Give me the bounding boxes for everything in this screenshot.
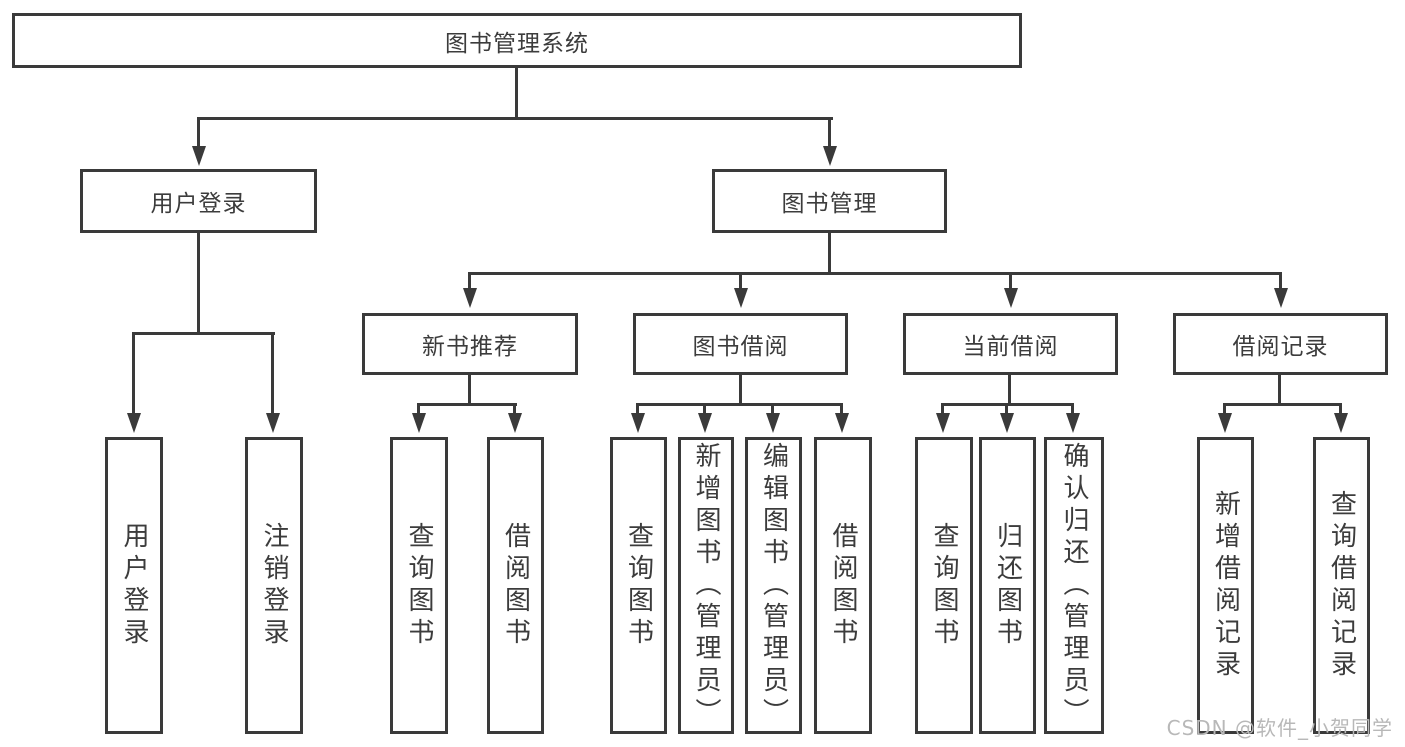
node-current-borrow: 当前借阅 <box>903 313 1118 375</box>
connector-root-stem-right <box>828 117 831 148</box>
connector-userlogin-hline <box>132 332 275 335</box>
connector-bookmgmt-vline <box>828 233 831 275</box>
connector-userlogin-stem-2 <box>271 332 274 414</box>
arrowhead-borrow-add <box>698 413 712 433</box>
leaf-borrow-add-books-admin: 新增图书（管理员） <box>678 437 734 734</box>
leaf-current-query-books: 查询图书 <box>915 437 973 734</box>
arrowhead-borrow-edit <box>766 413 780 433</box>
connector-root-vline <box>515 68 518 120</box>
arrowhead-records-query <box>1334 413 1348 433</box>
leaf-recommend-borrow-books: 借阅图书 <box>487 437 544 734</box>
leaf-user-login: 用户登录 <box>105 437 163 734</box>
connector-borrow-stem-1 <box>636 403 639 415</box>
arrowhead-book-borrow <box>734 288 748 308</box>
node-library-management-system: 图书管理系统 <box>12 13 1022 68</box>
connector-borrow-hline <box>636 403 843 406</box>
connector-current-vline <box>1008 375 1011 406</box>
connector-bookmgmt-stem-3 <box>1009 272 1012 290</box>
connector-root-stem-left <box>197 117 200 148</box>
arrowhead-recommend-borrow <box>508 413 522 433</box>
leaf-current-return-books: 归还图书 <box>979 437 1036 734</box>
node-borrow-records: 借阅记录 <box>1173 313 1388 375</box>
connector-borrow-vline <box>739 375 742 406</box>
arrowhead-new-book-recommend <box>463 288 477 308</box>
connector-records-vline <box>1278 375 1281 406</box>
arrowhead-leaf-user-login <box>127 413 141 433</box>
arrowhead-borrow-query <box>631 413 645 433</box>
node-user-login-branch: 用户登录 <box>80 169 317 233</box>
leaf-current-confirm-return-admin: 确认归还（管理员） <box>1044 437 1104 734</box>
arrowhead-borrow-records <box>1274 288 1288 308</box>
connector-recommend-hline <box>417 403 517 406</box>
connector-records-stem-2 <box>1339 403 1342 415</box>
leaf-borrow-borrow-books: 借阅图书 <box>814 437 872 734</box>
arrowhead-user-login <box>192 146 206 166</box>
arrowhead-leaf-logout <box>266 413 280 433</box>
arrowhead-book-management <box>823 146 837 166</box>
connector-borrow-stem-4 <box>840 403 843 415</box>
leaf-borrow-edit-books-admin: 编辑图书（管理员） <box>745 437 802 734</box>
arrowhead-records-add <box>1218 413 1232 433</box>
arrowhead-current-query <box>936 413 950 433</box>
connector-current-stem-1 <box>941 403 944 415</box>
connector-bookmgmt-stem-1 <box>468 272 471 290</box>
connector-records-stem-1 <box>1223 403 1226 415</box>
leaf-borrow-query-books: 查询图书 <box>610 437 667 734</box>
leaf-records-query-record: 查询借阅记录 <box>1313 437 1370 734</box>
arrowhead-borrow-borrow <box>835 413 849 433</box>
leaf-recommend-query-books: 查询图书 <box>390 437 448 734</box>
connector-bookmgmt-stem-2 <box>739 272 742 290</box>
connector-borrow-stem-3 <box>771 403 774 415</box>
connector-current-stem-3 <box>1071 403 1074 415</box>
arrowhead-current-confirm <box>1066 413 1080 433</box>
connector-bookmgmt-hline <box>468 272 1282 275</box>
connector-bookmgmt-stem-4 <box>1279 272 1282 290</box>
connector-recommend-stem-1 <box>417 403 420 415</box>
connector-records-hline <box>1223 403 1342 406</box>
csdn-watermark: CSDN @软件_小贺同学 <box>1166 716 1393 740</box>
connector-current-stem-2 <box>1005 403 1008 415</box>
node-new-book-recommend: 新书推荐 <box>362 313 578 375</box>
node-book-management-branch: 图书管理 <box>712 169 947 233</box>
connector-recommend-vline <box>468 375 471 406</box>
connector-root-hline <box>197 117 833 120</box>
connector-userlogin-vline <box>197 233 200 335</box>
leaf-logout: 注销登录 <box>245 437 303 734</box>
arrowhead-current-return <box>1000 413 1014 433</box>
node-book-borrow: 图书借阅 <box>633 313 848 375</box>
connector-recommend-stem-2 <box>513 403 516 415</box>
leaf-records-add-record: 新增借阅记录 <box>1197 437 1254 734</box>
connector-borrow-stem-2 <box>703 403 706 415</box>
arrowhead-current-borrow <box>1004 288 1018 308</box>
connector-userlogin-stem-1 <box>132 332 135 414</box>
arrowhead-recommend-query <box>412 413 426 433</box>
